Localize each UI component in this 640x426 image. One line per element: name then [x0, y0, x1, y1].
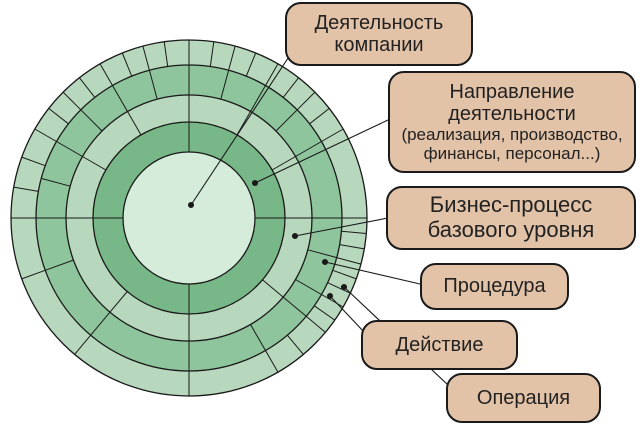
leader-dot-company [187, 201, 195, 209]
segment-divider [209, 41, 215, 67]
leader-direction [254, 119, 389, 184]
segment-divider [282, 77, 299, 98]
segment-divider [245, 52, 257, 77]
segment-divider [265, 63, 279, 86]
leader-process [294, 217, 389, 237]
segment-divider [295, 279, 322, 295]
segment-divider [112, 85, 128, 112]
segment-divider [309, 108, 330, 125]
leader-dot-action [326, 292, 334, 300]
segment-divider [307, 249, 337, 259]
callout-procedure: Процедура [420, 263, 569, 310]
segment-divider [48, 108, 69, 125]
leader-dot-operation [340, 283, 348, 291]
segment-divider [148, 70, 158, 100]
segment-divider [286, 334, 304, 355]
segment-divider [275, 109, 298, 132]
callout-company-activity: Деятельность компании [285, 2, 473, 66]
segment-divider [21, 156, 46, 167]
callout-text: Процедура [443, 275, 546, 298]
callout-action: Действие [361, 320, 518, 370]
callout-text: Действие [395, 333, 484, 356]
leader-dot-procedure [321, 258, 329, 266]
segment-divider [142, 45, 150, 71]
callout-operation: Операция [446, 373, 601, 423]
segment-divider [90, 311, 111, 336]
callout-text: компании [334, 34, 424, 56]
segment-divider [62, 91, 82, 111]
callout-activity-direction: Направление деятельности (реализация, пр… [388, 71, 636, 173]
segment-divider [41, 177, 71, 187]
callout-text: деятельности [448, 102, 576, 125]
segment-divider [127, 111, 142, 136]
segment-divider [295, 141, 322, 157]
callout-text: Операция [476, 386, 571, 409]
segment-divider [296, 91, 316, 111]
segment-divider [74, 334, 92, 355]
segment-divider [163, 41, 169, 67]
segment-divider [305, 315, 326, 333]
segment-divider [80, 109, 103, 132]
segment-divider [99, 63, 113, 86]
segment-divider [82, 156, 107, 171]
center-circle [122, 151, 256, 285]
leader-company [190, 39, 301, 206]
leader-dot-process [291, 232, 299, 240]
segment-divider [121, 52, 133, 77]
segment-divider [282, 296, 307, 317]
callout-text: финансы, персонал...) [423, 144, 601, 164]
segment-divider [250, 85, 266, 112]
segment-divider [220, 70, 230, 100]
segment-divider [341, 230, 367, 234]
segment-divider [79, 77, 96, 98]
callout-text: (реализация, производство, [401, 125, 623, 145]
segment-divider [56, 141, 83, 157]
segment-divider [21, 269, 46, 280]
callout-text: Бизнес-процесс [429, 192, 593, 218]
callout-text: Деятельность [314, 11, 444, 34]
segment-divider [250, 324, 266, 351]
segment-divider [45, 259, 74, 271]
segment-divider [336, 257, 362, 265]
callout-text: Направление [449, 80, 575, 103]
segment-divider [321, 294, 344, 308]
segment-divider [332, 269, 357, 280]
segment-divider [262, 279, 284, 298]
segment-divider [34, 128, 57, 142]
callout-business-process: Бизнес-процесс базового уровня [386, 186, 636, 250]
segment-divider [109, 291, 128, 313]
segment-divider [13, 186, 39, 192]
leader-dot-direction [251, 179, 259, 187]
segment-divider [314, 305, 336, 321]
leader-action [329, 295, 366, 334]
segment-divider [265, 350, 279, 373]
callout-text: базового уровня [427, 217, 595, 242]
segment-divider [321, 128, 344, 142]
segment-divider [327, 282, 351, 294]
segment-divider [271, 156, 296, 171]
segment-divider [228, 45, 236, 71]
segment-divider [339, 244, 365, 250]
leader-procedure [324, 261, 421, 285]
